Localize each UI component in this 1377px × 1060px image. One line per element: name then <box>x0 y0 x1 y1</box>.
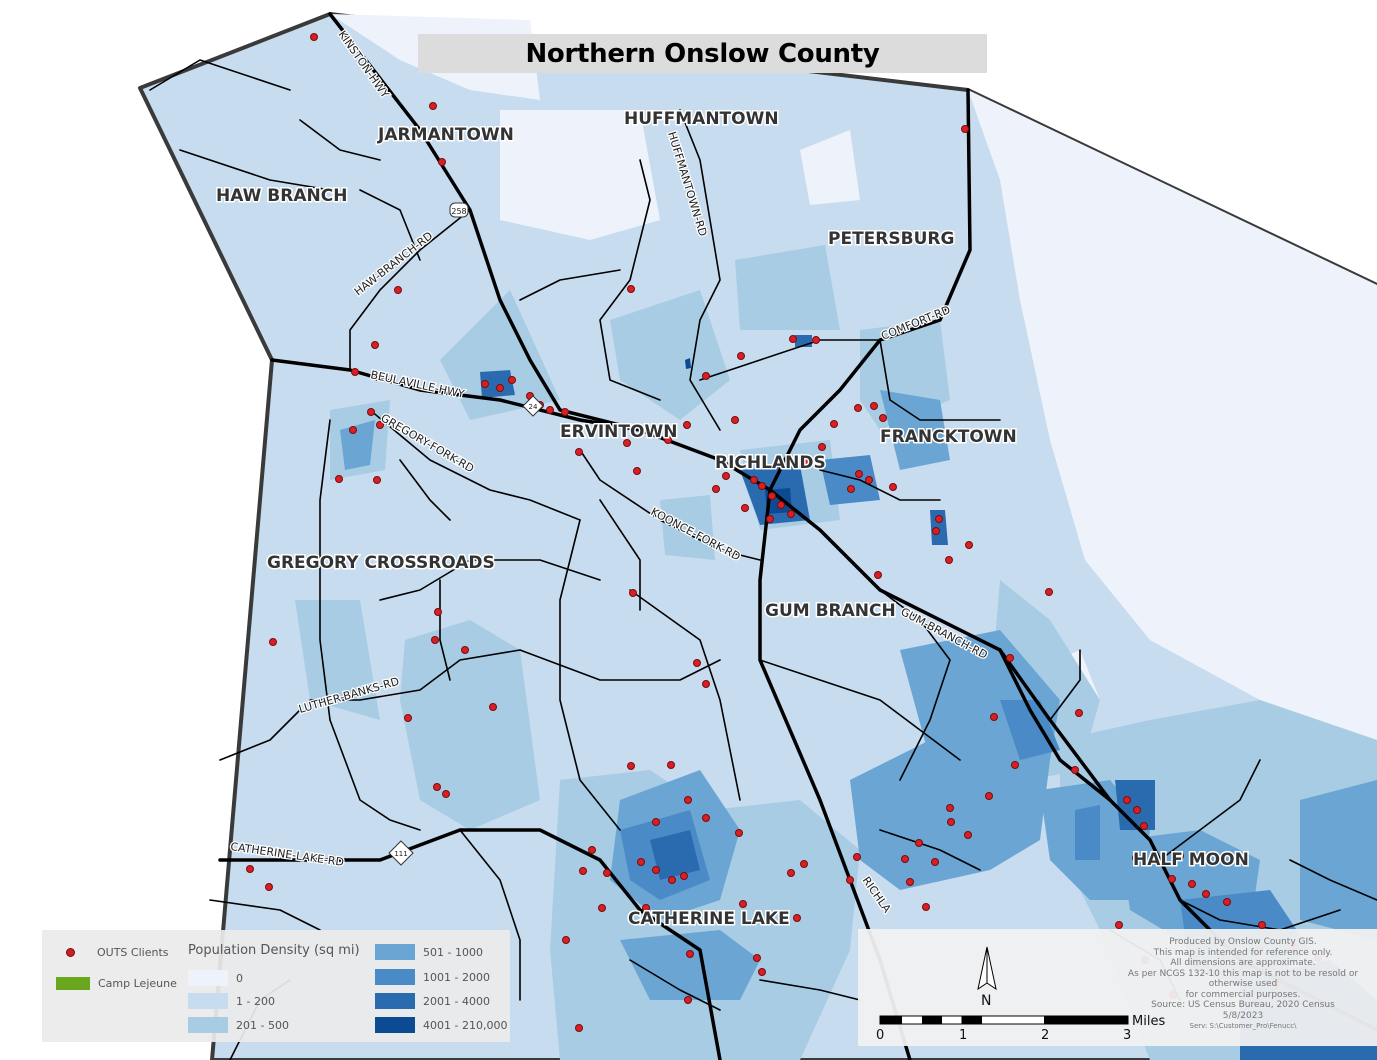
svg-text:24: 24 <box>529 403 538 411</box>
legend-class-0: 0 <box>188 970 243 986</box>
north-label: N <box>981 993 992 1009</box>
client-dot-icon <box>66 948 75 957</box>
route-shield-111: 111 <box>388 840 414 866</box>
credit-line: Source: US Census Bureau, 2020 Census <box>1151 1000 1335 1010</box>
credit-line: otherwise used <box>1208 979 1278 989</box>
legend: OUTS Clients Camp Lejeune Population Den… <box>42 930 510 1042</box>
legend-swatch <box>375 944 415 960</box>
legend-item-clients: OUTS Clients <box>66 946 168 959</box>
legend-density-title: Population Density (sq mi) <box>188 943 360 958</box>
legend-swatch <box>375 969 415 985</box>
credit-line: for commercial purposes. <box>1185 989 1301 1000</box>
place-jarmantown: JARMANTOWN <box>377 125 514 145</box>
scale-tick-2: 2 <box>1041 1028 1050 1043</box>
map-credits: Produced by Onslow County GIS. This map … <box>1113 937 1373 1032</box>
place-ervintown: ERVINTOWN <box>560 422 677 442</box>
route-shield-24: 24 <box>522 395 544 417</box>
legend-class-1: 1 - 200 <box>188 993 275 1009</box>
minor-roads <box>149 59 1377 1060</box>
credit-line: All dimensions are approximate. <box>1170 958 1316 968</box>
place-catherine-lake: CATHERINE LAKE <box>628 909 790 929</box>
north-arrow-icon <box>977 946 997 991</box>
north-arrow-and-scale <box>879 946 1129 1025</box>
credit-line: Produced by Onslow County GIS. <box>1169 937 1317 947</box>
credit-line: Serv: S:\Customer_Pro\Fenucc\ <box>1189 1022 1297 1030</box>
place-labels: JARMANTOWN HUFFMANTOWN HAW BRANCH PETERS… <box>215 108 1251 931</box>
scale-bar <box>879 1015 1129 1025</box>
legend-class-2: 201 - 500 <box>188 1017 289 1033</box>
credit-line: As per NCGS 132-10 this map is not to be… <box>1127 968 1359 979</box>
map-title-box: Northern Onslow County <box>418 34 987 73</box>
legend-swatch <box>188 970 228 986</box>
place-gregory-crossroads: GREGORY CROSSROADS <box>267 553 495 573</box>
map-info-panel: N Miles 0 1 2 3 Produced by Onslow Count… <box>858 929 1377 1046</box>
map-title: Northern Onslow County <box>525 38 880 69</box>
camp-lejeune-swatch-icon <box>56 977 90 990</box>
credit-line: 5/8/2023 <box>1222 1010 1264 1021</box>
route-shield-258: 258 <box>449 202 469 218</box>
place-haw-branch: HAW BRANCH <box>216 186 347 206</box>
legend-class-3: 501 - 1000 <box>375 944 483 960</box>
place-petersburg: PETERSBURG <box>828 229 954 249</box>
place-richlands: RICHLANDS <box>715 453 826 473</box>
place-gum-branch: GUM BRANCH <box>765 601 896 621</box>
place-half-moon: HALF MOON <box>1133 850 1249 870</box>
svg-text:258: 258 <box>451 207 466 216</box>
place-francktown: FRANCKTOWN <box>880 427 1017 447</box>
credit-line: This map is intended for reference only. <box>1153 947 1333 958</box>
legend-class-5: 2001 - 4000 <box>375 993 490 1009</box>
legend-class-6: 4001 - 210,000 <box>375 1017 507 1033</box>
scale-unit: Miles <box>1132 1014 1166 1029</box>
legend-swatch <box>375 1017 415 1033</box>
place-huffmantown: HUFFMANTOWN <box>624 109 779 129</box>
legend-swatch <box>188 993 228 1009</box>
scale-tick-3: 3 <box>1123 1028 1132 1043</box>
legend-class-4: 1001 - 2000 <box>375 969 490 985</box>
scale-tick-1: 1 <box>959 1028 968 1043</box>
svg-text:111: 111 <box>394 850 407 858</box>
scale-tick-0: 0 <box>876 1028 885 1043</box>
legend-swatch <box>375 993 415 1009</box>
legend-item-camp-lejeune: Camp Lejeune <box>56 977 177 990</box>
legend-swatch <box>188 1017 228 1033</box>
